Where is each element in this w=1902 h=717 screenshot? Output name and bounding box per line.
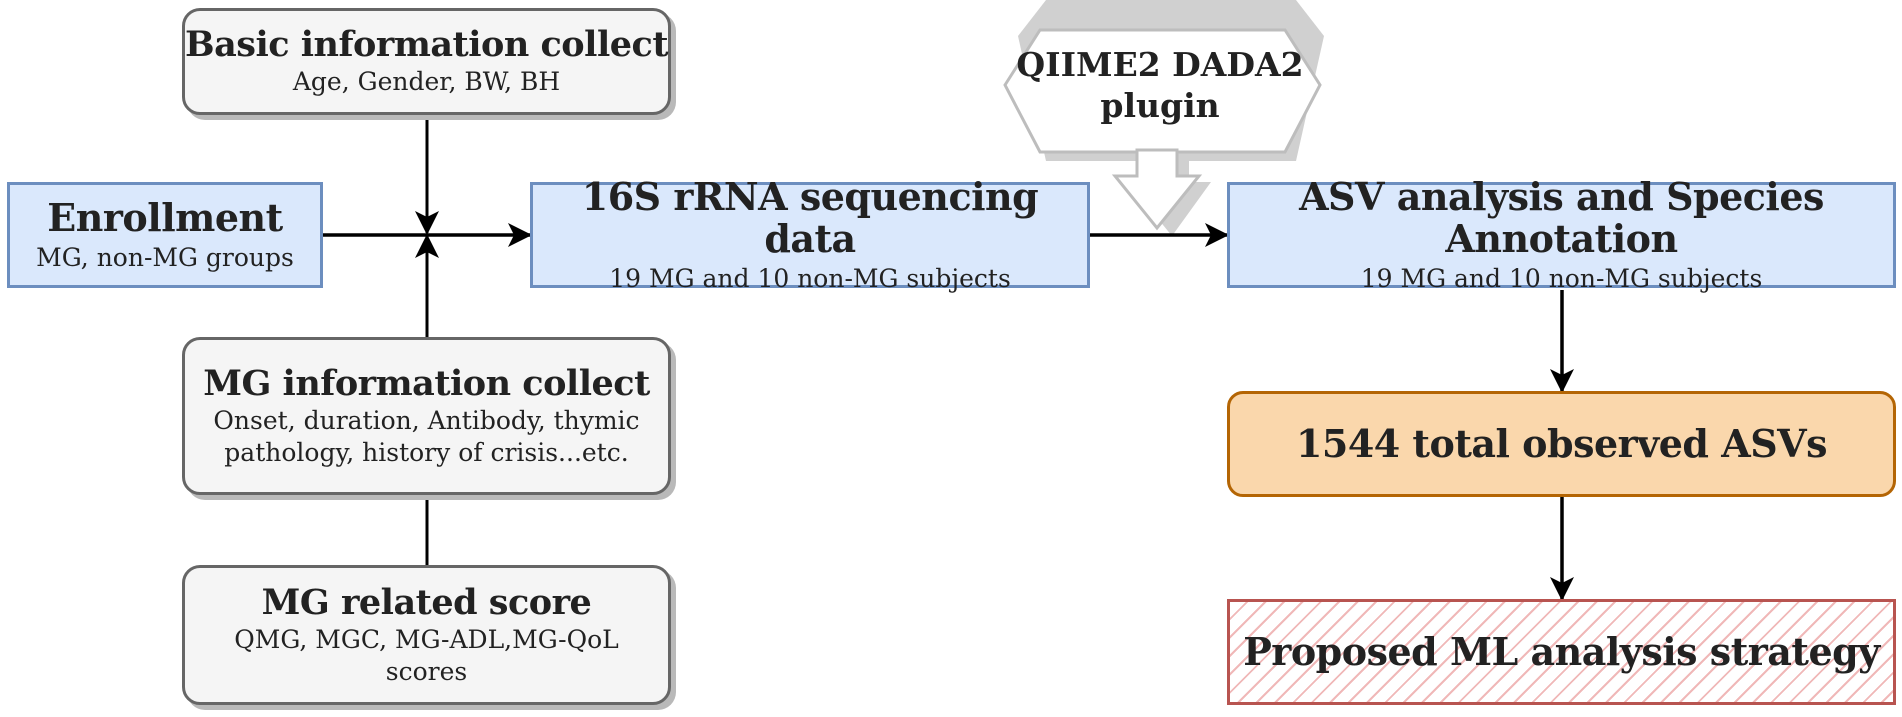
mg-info-node: MG information collect Onset, duration, …	[182, 337, 671, 495]
ml-strategy-node: Proposed ML analysis strategy	[1227, 599, 1896, 705]
basic-info-node: Basic information collect Age, Gender, B…	[182, 8, 671, 115]
observed-asvs-title: 1544 total observed ASVs	[1295, 420, 1828, 466]
enrollment-node: Enrollment MG, non-MG groups	[7, 182, 323, 288]
mg-score-subtitle-line2: scores	[385, 656, 468, 686]
plugin-label-line2: plugin	[1100, 86, 1220, 126]
mg-info-subtitle-line2: pathology, history of crisis...etc.	[224, 437, 629, 467]
sequencing-subtitle: 19 MG and 10 non-MG subjects	[609, 263, 1011, 293]
mg-info-subtitle-line1: Onset, duration, Antibody, thymic	[213, 406, 640, 436]
observed-asvs-node: 1544 total observed ASVs	[1227, 391, 1896, 497]
asv-analysis-subtitle: 19 MG and 10 non-MG subjects	[1360, 263, 1763, 293]
sequencing-node: 16S rRNA sequencing data 19 MG and 10 no…	[530, 175, 1090, 293]
mg-info-title: MG information collect	[203, 363, 650, 405]
sequencing-title: 16S rRNA sequencing data	[581, 173, 1039, 262]
asv-analysis-node: ASV analysis and Species Annotation 19 M…	[1227, 175, 1896, 293]
plugin-hexagon	[1003, 28, 1322, 154]
plugin-label: QIIME2 DADA2 plugin	[1005, 44, 1315, 127]
mg-score-node: MG related score QMG, MGC, MG-ADL,MG-QoL…	[182, 565, 671, 705]
basic-info-title: Basic information collect	[185, 24, 669, 66]
basic-info-subtitle: Age, Gender, BW, BH	[292, 67, 561, 97]
enrollment-subtitle: MG, non-MG groups	[36, 242, 294, 272]
mg-score-title: MG related score	[261, 582, 592, 624]
plugin-arrow	[1111, 148, 1203, 231]
plugin-label-line1: QIIME2 DADA2	[1016, 45, 1304, 84]
enrollment-title: Enrollment	[47, 195, 283, 241]
ml-strategy-title: Proposed ML analysis strategy	[1243, 628, 1880, 674]
asv-analysis-title: ASV analysis and Species Annotation	[1299, 173, 1824, 262]
mg-score-subtitle-line1: QMG, MGC, MG-ADL,MG-QoL	[234, 625, 619, 655]
